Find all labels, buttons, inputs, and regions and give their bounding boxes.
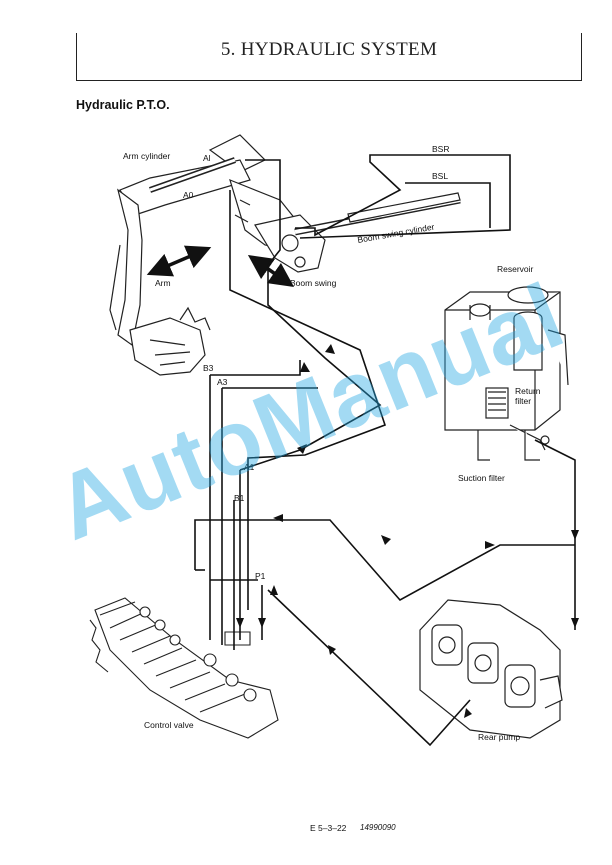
arm-assembly-drawing bbox=[109, 134, 461, 376]
label-return-filter-1: Return bbox=[515, 386, 541, 396]
page-title: 5. HYDRAULIC SYSTEM bbox=[220, 39, 438, 60]
label-arm-cylinder: Arm cylinder bbox=[123, 151, 170, 161]
control-valve-drawing bbox=[89, 597, 279, 739]
label-rear-pump: Rear pump bbox=[478, 732, 520, 742]
section-title: Hydraulic P.T.O. bbox=[76, 98, 170, 112]
label-boom-swing: Boom swing bbox=[290, 278, 337, 288]
label-ao: A0 bbox=[183, 190, 194, 200]
flow-arrows bbox=[236, 344, 579, 718]
rear-pump-drawing bbox=[419, 599, 563, 739]
label-a1: A1 bbox=[244, 462, 255, 472]
motion-arrows bbox=[146, 245, 295, 287]
label-bsl: BSL bbox=[432, 171, 448, 181]
label-suction-filter: Suction filter bbox=[458, 473, 505, 483]
label-al: Al bbox=[203, 153, 211, 163]
footer-page-ref: E 5–3–22 bbox=[310, 823, 347, 833]
label-b1: B1 bbox=[234, 493, 245, 503]
label-bsr: BSR bbox=[432, 144, 449, 154]
header-box: 5. HYDRAULIC SYSTEM bbox=[76, 33, 582, 81]
label-p1: P1 bbox=[255, 571, 266, 581]
label-boom-swing-cylinder: Boom swing cylinder bbox=[357, 222, 436, 245]
label-b3: B3 bbox=[203, 363, 214, 373]
footer-doc-code: 14990090 bbox=[360, 823, 396, 832]
label-return-filter-2: filter bbox=[515, 396, 531, 406]
label-reservoir: Reservoir bbox=[497, 264, 534, 274]
hydraulic-lines bbox=[194, 154, 576, 747]
reservoir-drawing bbox=[444, 286, 569, 461]
label-control-valve: Control valve bbox=[144, 720, 194, 730]
label-a3: A3 bbox=[217, 377, 228, 387]
label-arm: Arm bbox=[155, 278, 171, 288]
